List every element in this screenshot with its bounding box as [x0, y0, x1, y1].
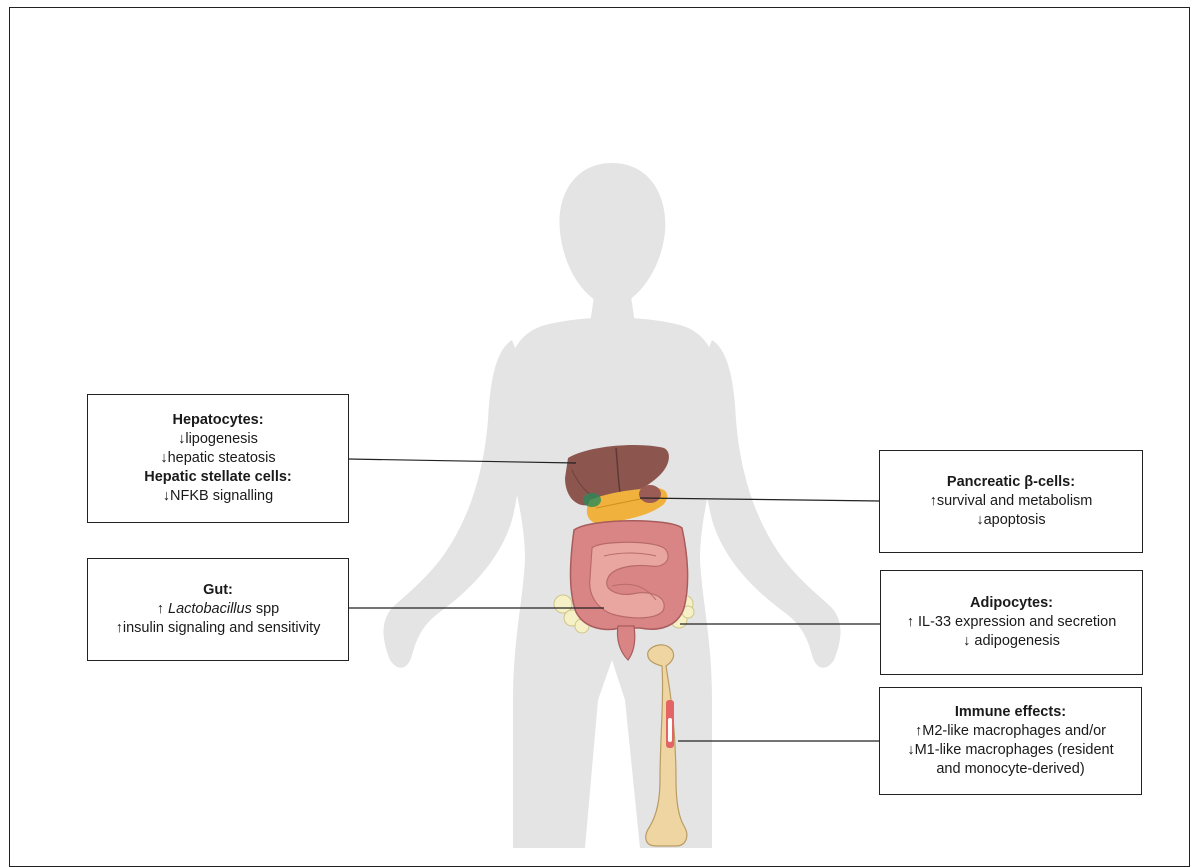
gut-box: Gut: ↑ Lactobacillus spp ↑insulin signal…	[87, 558, 349, 661]
gut-line2: ↑insulin signaling and sensitivity	[116, 619, 321, 638]
gut-line1-suffix: spp	[252, 601, 279, 617]
immune-box: Immune effects: ↑M2-like macrophages and…	[879, 687, 1142, 795]
immune-line3: and monocyte-derived)	[936, 760, 1084, 779]
stellate-title: Hepatic stellate cells:	[144, 468, 292, 487]
hepatocytes-box: Hepatocytes: ↓lipogenesis ↓hepatic steat…	[87, 394, 349, 523]
hepatocytes-line1: ↓lipogenesis	[178, 430, 258, 449]
hepatocytes-title: Hepatocytes:	[172, 411, 263, 430]
immune-line1: ↑M2-like macrophages and/or	[915, 722, 1106, 741]
gut-title: Gut:	[203, 581, 233, 600]
gut-line1-italic: Lactobacillus	[168, 601, 252, 617]
adipocytes-line1: ↑ IL-33 expression and secretion	[907, 613, 1117, 632]
pancreatic-line1: ↑survival and metabolism	[930, 492, 1093, 511]
stellate-line1: ↓NFKB signalling	[163, 487, 273, 506]
gut-line1-prefix: ↑	[157, 601, 168, 617]
adipocytes-line2: ↓ adipogenesis	[963, 632, 1060, 651]
gut-line1: ↑ Lactobacillus spp	[157, 600, 280, 619]
adipocytes-box: Adipocytes: ↑ IL-33 expression and secre…	[880, 570, 1143, 675]
pancreatic-title: Pancreatic β-cells:	[947, 473, 1075, 492]
immune-title: Immune effects:	[955, 703, 1066, 722]
left-arm	[384, 340, 529, 668]
immune-line2: ↓M1-like macrophages (resident	[907, 741, 1113, 760]
adipocytes-title: Adipocytes:	[970, 594, 1053, 613]
pancreatic-line2: ↓apoptosis	[976, 511, 1045, 530]
head	[559, 163, 665, 302]
hepatocytes-line2: ↓hepatic steatosis	[160, 449, 275, 468]
pancreatic-box: Pancreatic β-cells: ↑survival and metabo…	[879, 450, 1143, 553]
right-arm	[696, 340, 841, 668]
